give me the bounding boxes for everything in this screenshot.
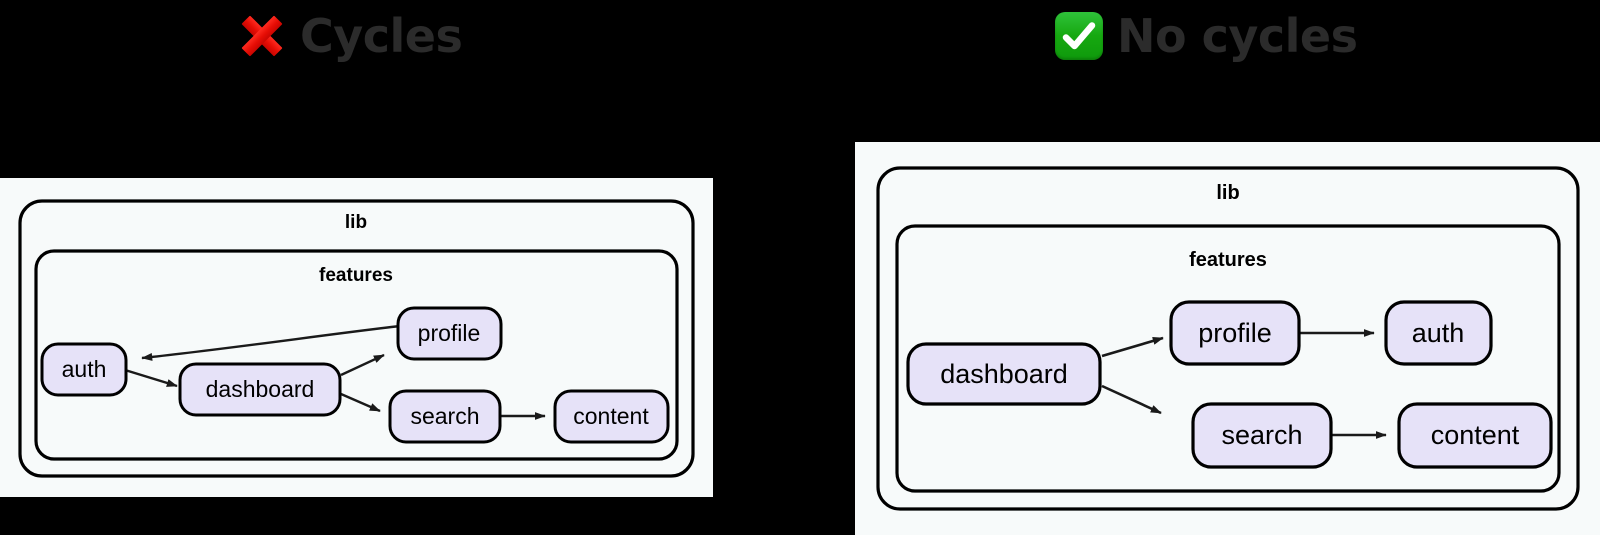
edge-dashboard-to-search	[340, 392, 381, 413]
node-search-label: search	[1221, 420, 1302, 450]
cycles-diagram-panel: lib features auth dashboard	[0, 178, 713, 497]
right-title-text: No cycles	[1117, 9, 1358, 63]
edge-dashboard-to-profile	[1101, 336, 1164, 358]
node-content-label: content	[1431, 420, 1520, 450]
check-mark-button-icon	[1055, 12, 1103, 60]
node-profile-label: profile	[1198, 318, 1272, 348]
cluster-lib-label: lib	[1216, 182, 1239, 204]
node-dashboard[interactable]: dashboard	[906, 342, 1102, 406]
node-search[interactable]: search	[1191, 402, 1333, 469]
left-title-text: Cycles	[300, 9, 463, 63]
cluster-features-label: features	[1189, 249, 1267, 271]
node-search-label: search	[410, 403, 479, 429]
edge-dashboard-to-profile	[340, 353, 385, 377]
edge-profile-to-auth	[141, 324, 401, 361]
cluster-features-label: features	[319, 265, 393, 286]
cross-mark-icon	[238, 12, 286, 60]
node-search[interactable]: search	[388, 389, 502, 444]
node-auth[interactable]: auth	[40, 342, 128, 397]
no-cycles-diagram-panel: lib features dashboard profile auth	[855, 142, 1600, 535]
node-profile-label: profile	[418, 320, 481, 346]
node-auth[interactable]: auth	[1384, 300, 1493, 366]
node-content[interactable]: content	[1397, 402, 1553, 469]
node-content-label: content	[573, 403, 649, 429]
left-diagram-title: Cycles	[238, 9, 463, 63]
right-diagram-title: No cycles	[1055, 9, 1358, 63]
node-auth-label: auth	[62, 356, 107, 382]
edge-auth-to-dashboard	[124, 368, 178, 388]
node-dashboard-label: dashboard	[940, 359, 1068, 389]
node-profile[interactable]: profile	[1169, 300, 1301, 366]
edge-dashboard-to-search	[1101, 384, 1162, 415]
node-profile[interactable]: profile	[396, 306, 503, 361]
node-content[interactable]: content	[553, 389, 670, 444]
node-dashboard[interactable]: dashboard	[178, 362, 342, 417]
cluster-lib-label: lib	[345, 212, 367, 233]
node-dashboard-label: dashboard	[206, 376, 315, 402]
node-auth-label: auth	[1412, 318, 1465, 348]
